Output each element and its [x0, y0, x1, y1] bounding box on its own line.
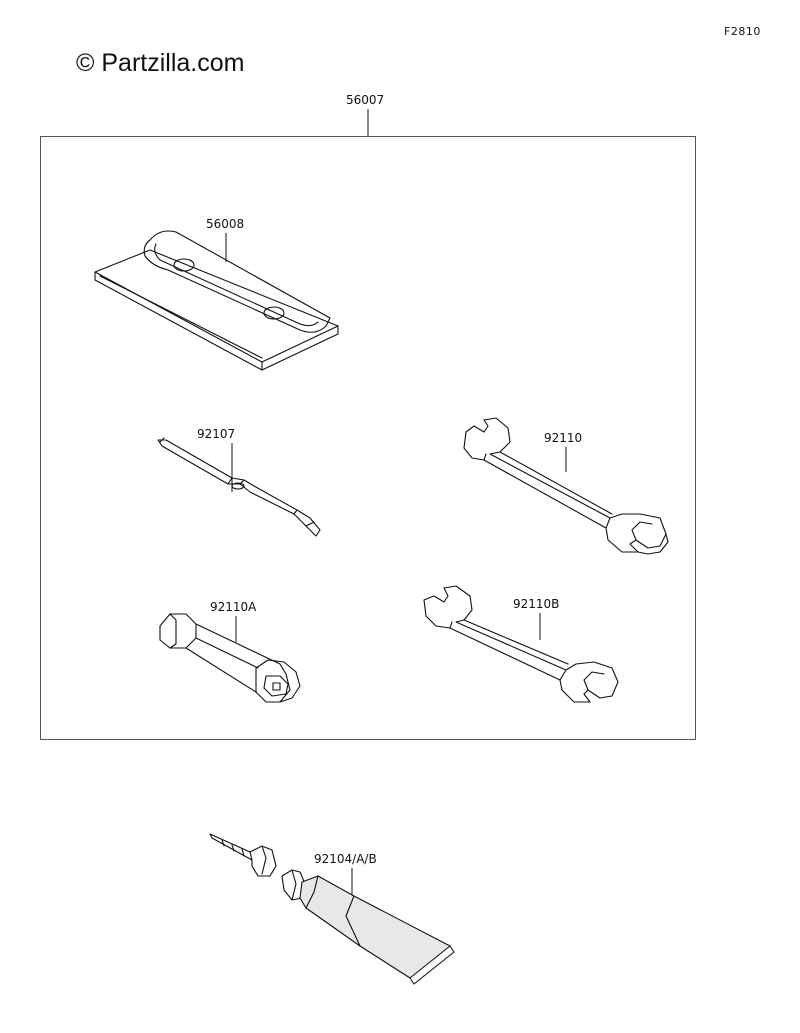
repair-tube-92104[interactable]: [209, 833, 455, 985]
wrench-92110B[interactable]: [423, 585, 619, 703]
spark-plug-wrench-92110A[interactable]: [159, 613, 301, 703]
callout-92107[interactable]: 92107: [197, 427, 236, 441]
watermark: © Partzilla.com: [76, 49, 245, 77]
wrench-92110[interactable]: [463, 417, 669, 555]
tool-case-56008[interactable]: [94, 230, 339, 371]
callout-92110[interactable]: 92110: [544, 431, 583, 445]
callout-92110B[interactable]: 92110B: [513, 597, 560, 611]
tool-kit-frame: [40, 136, 696, 740]
callout-92110A[interactable]: 92110A: [210, 600, 257, 614]
screwdriver-92107[interactable]: [157, 437, 321, 537]
callout-92104[interactable]: 92104/A/B: [314, 852, 377, 866]
callout-56008[interactable]: 56008: [206, 217, 245, 231]
callout-56007[interactable]: 56007: [346, 93, 385, 107]
figure-code: F2810: [724, 25, 761, 38]
